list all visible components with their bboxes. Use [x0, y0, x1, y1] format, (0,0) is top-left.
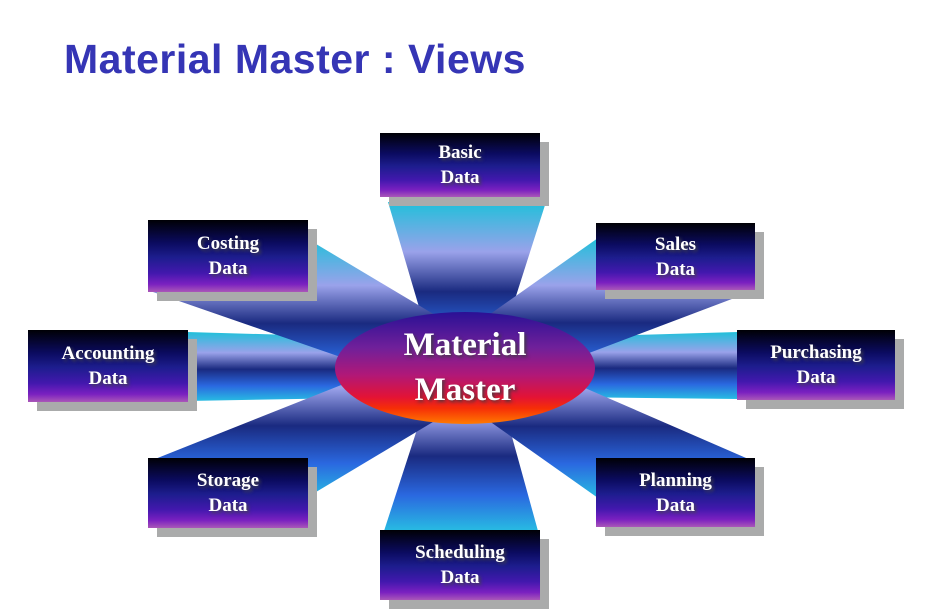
node-scheduling-data: Scheduling Data — [380, 530, 540, 600]
node-planning-data: Planning Data — [596, 458, 755, 527]
node-label-line2: Data — [655, 258, 696, 280]
node-label-line2: Data — [440, 167, 480, 188]
page-title: Material Master : Views — [64, 36, 526, 82]
node-label-line1: Accounting — [61, 343, 155, 364]
node-sales-data: Sales Data — [596, 223, 755, 290]
material-master-ellipse: Material Master — [335, 312, 595, 424]
node-label-line2: Data — [88, 368, 128, 389]
node-label-line1: Costing — [196, 233, 260, 254]
node-label-line1: Basic — [438, 142, 482, 163]
node-label-line1: Scheduling — [415, 542, 505, 563]
node-label-line2: Data — [208, 495, 248, 516]
node-storage-data: Storage Data — [148, 458, 308, 528]
node-costing-data: Costing Data — [148, 220, 308, 292]
node-label-line2: Data — [208, 258, 248, 279]
node-label-line1: Storage — [196, 470, 260, 491]
ellipse-label-line1: Material — [403, 327, 527, 363]
node-label-line1: Sales — [654, 233, 697, 255]
node-accounting-data: Accounting Data — [28, 330, 188, 402]
node-label-line1: Planning — [639, 469, 712, 491]
node-basic-data: Basic Data — [380, 133, 540, 197]
node-purchasing-data: Purchasing Data — [737, 330, 895, 400]
ellipse-label-line2: Master — [414, 372, 516, 408]
node-label-line2: Data — [655, 494, 696, 516]
node-label-line2: Data — [796, 367, 836, 388]
node-label-line2: Data — [440, 567, 480, 588]
node-label-line1: Purchasing — [770, 342, 862, 363]
